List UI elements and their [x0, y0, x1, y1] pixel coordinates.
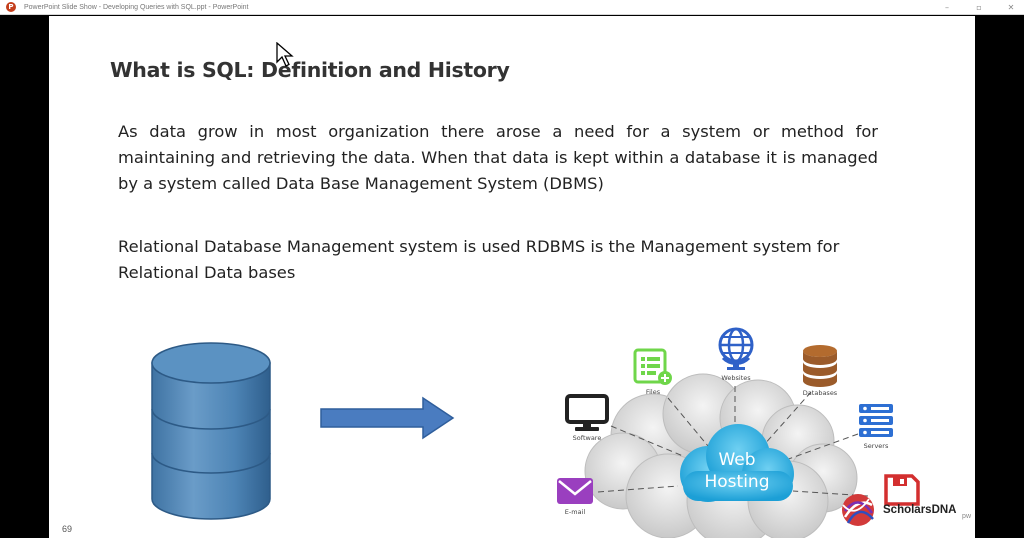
window-titlebar: P PowerPoint Slide Show - Developing Que… [0, 0, 1024, 15]
cloud-label-line1: Web [718, 450, 756, 470]
slide-paragraph-rdbms: Relational Database Management system is… [118, 237, 840, 282]
powerpoint-app-icon: P [6, 2, 16, 12]
close-button[interactable]: ✕ [1007, 3, 1015, 12]
scholarsdna-logo-icon [842, 494, 874, 526]
web-hosting-diagram: Web Hosting Files [493, 306, 923, 538]
diagram-node-storage [883, 474, 921, 510]
slide-number: 69 [62, 524, 73, 534]
slide-title: What is SQL: Definition and History [110, 58, 510, 82]
diagram-node-servers: Servers [853, 402, 899, 450]
file-list-icon [633, 348, 672, 385]
window-title: PowerPoint Slide Show - Developing Queri… [24, 3, 249, 11]
envelope-icon [557, 478, 593, 504]
node-label-software: Software [572, 434, 602, 442]
node-label-servers: Servers [863, 442, 889, 450]
mouse-cursor-icon [276, 42, 294, 67]
node-label-files: Files [645, 388, 661, 396]
slide-canvas[interactable]: What is SQL: Definition and History As d… [49, 16, 975, 538]
server-icon [859, 404, 893, 437]
database-cylinder-icon [151, 342, 271, 520]
scholarsdna-logo: ScholarsDNA [839, 490, 961, 530]
restore-button[interactable]: ▫ [976, 3, 982, 12]
diagram-node-websites: Websites [711, 326, 761, 382]
cloud-label-line2: Hosting [704, 472, 770, 492]
minimize-button[interactable]: – [945, 3, 949, 12]
right-arrow-icon [320, 396, 455, 440]
diagram-node-software: Software [563, 394, 611, 442]
node-label-websites: Websites [721, 374, 751, 382]
cloud-label: Web Hosting [689, 449, 785, 493]
floppy-disk-icon [884, 474, 920, 506]
slide-paragraph-dbms: As data grow in most organization there … [118, 122, 878, 193]
window-controls: – ▫ ✕ [942, 0, 1016, 15]
web-hosting-center-cloud [680, 424, 794, 502]
monitor-icon [565, 394, 609, 431]
diagram-node-email: E-mail [553, 476, 597, 516]
diagram-node-files: Files [631, 348, 675, 396]
node-label-email: E-mail [564, 508, 586, 516]
globe-icon [718, 327, 754, 370]
logo-text: ScholarsDNA [883, 504, 957, 516]
corner-watermark: pw [962, 513, 971, 520]
database-icon [803, 345, 837, 387]
diagram-node-databases: Databases [795, 344, 845, 397]
node-label-databases: Databases [802, 389, 838, 397]
